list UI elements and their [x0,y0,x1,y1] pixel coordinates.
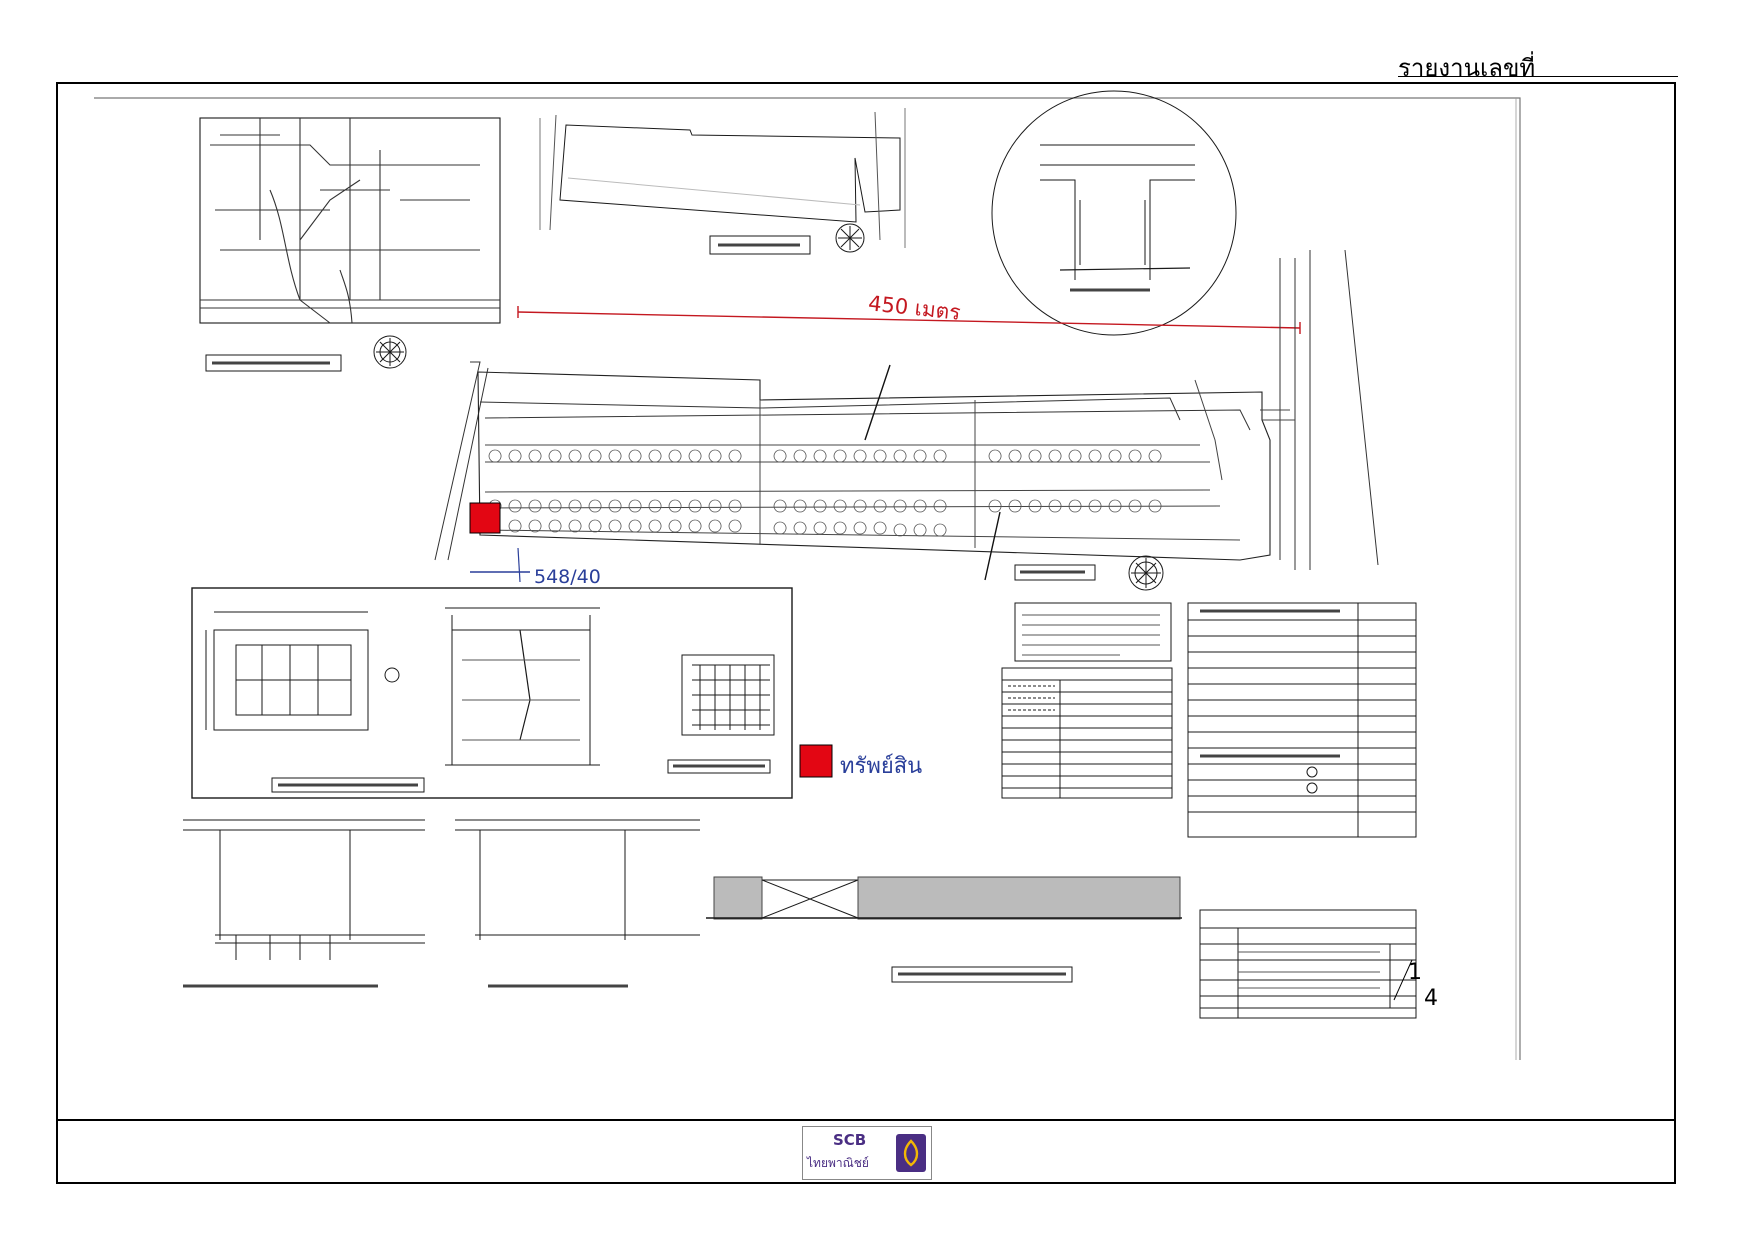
north-arrow-location [373,335,407,369]
fence-elevation-b [455,819,700,988]
location-map [199,117,501,324]
logo-brand-text: SCB [833,1131,867,1149]
distance-line [517,311,1301,329]
page-frame [56,82,1676,1184]
report-number-label: รายงานเลขที่ [1398,54,1536,82]
scb-logo: SCB ไทยพาณิชย์ [802,1126,932,1180]
area-summary-table [1187,602,1417,838]
plot-circles [488,449,1162,537]
report-number-underline [1398,76,1678,77]
project-outline [539,108,906,255]
asset-annotation: ทรัพย์สิน [840,754,923,779]
sheet-total: 4 [1424,986,1438,1011]
footer-divider [56,1119,1676,1121]
location-map-title-box [205,354,342,372]
fence-elevation-a [183,819,425,988]
drawing-title-block [1199,909,1417,1019]
drain-detail-panel [191,587,793,799]
road-detail-circle [991,90,1237,336]
main-site-plan [434,249,1379,581]
sheet-number: 1 [1408,960,1422,985]
logo-thai-text: ไทยพาณิชย์ [807,1156,869,1170]
asset-legend-marker [799,744,833,778]
mesh-fence-elevation [706,876,1182,983]
scb-emblem-icon [896,1134,926,1172]
subject-plot-marker [469,502,501,534]
plot-number-annotation: 548/40 [534,566,601,588]
legend-panel [1001,602,1173,799]
north-arrow-site [1128,555,1164,591]
